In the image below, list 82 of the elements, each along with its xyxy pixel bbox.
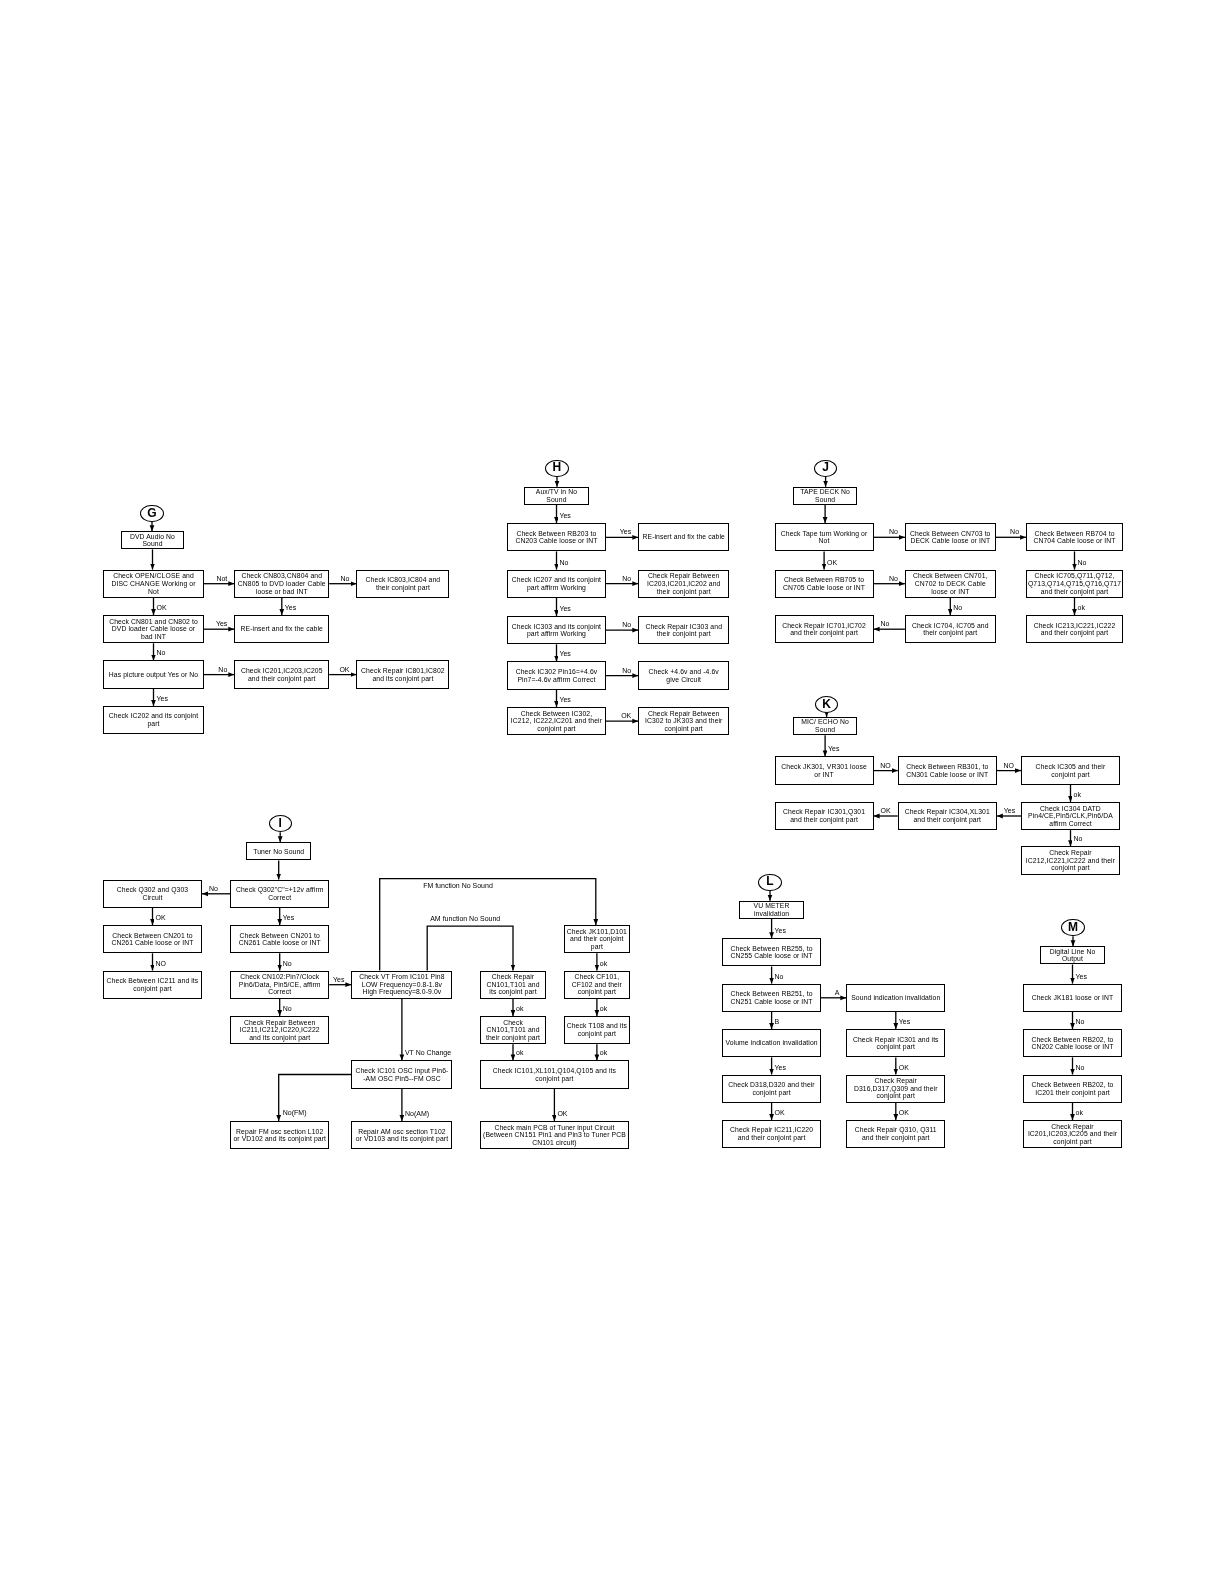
arrow	[151, 642, 156, 662]
connector-circle: K	[815, 695, 839, 713]
arrow	[552, 1088, 557, 1122]
arrow	[554, 504, 559, 524]
arrow	[996, 813, 1022, 819]
arrow	[203, 581, 235, 587]
arrow	[277, 998, 283, 1017]
connector-circle: I	[268, 815, 292, 833]
arrow	[1070, 1011, 1075, 1030]
arrow	[150, 952, 155, 972]
arrow	[605, 534, 639, 540]
arrow	[893, 1056, 899, 1076]
arrow	[767, 890, 773, 902]
arrow	[1070, 1102, 1075, 1121]
arrow	[947, 597, 953, 616]
arrow	[279, 597, 285, 616]
arrow	[1072, 597, 1077, 616]
arrow	[872, 813, 899, 819]
arrow	[605, 673, 639, 678]
arrow	[1070, 935, 1076, 947]
arrow	[769, 1056, 774, 1076]
arrow	[201, 891, 231, 897]
arrow	[594, 952, 600, 972]
arrow	[203, 672, 235, 677]
arrow	[1068, 829, 1073, 847]
arrow	[823, 476, 828, 488]
arrow	[1070, 1056, 1075, 1076]
arrow	[769, 1102, 774, 1121]
arrow	[822, 734, 828, 758]
arrow	[399, 1088, 405, 1122]
arrow	[399, 998, 405, 1062]
arrow	[379, 877, 599, 972]
arrow	[151, 688, 156, 707]
arrow	[554, 476, 560, 488]
arrow	[276, 859, 282, 881]
arrow	[769, 918, 774, 939]
arrow	[151, 597, 156, 616]
arrow	[149, 521, 155, 532]
arrow	[872, 768, 899, 773]
arrow	[277, 907, 283, 926]
arrow	[277, 831, 283, 843]
connector-circle: H	[545, 459, 569, 477]
arrow	[276, 1073, 353, 1122]
arrow	[824, 711, 829, 718]
arrow	[872, 626, 906, 632]
arrow	[554, 550, 559, 571]
arrow	[1072, 550, 1077, 571]
arrow	[554, 597, 559, 617]
arrow	[594, 1043, 600, 1062]
arrow	[150, 548, 155, 571]
connector-circle: L	[758, 873, 782, 891]
arrow	[893, 1102, 899, 1121]
arrow	[893, 1011, 899, 1030]
arrow	[328, 581, 358, 587]
arrow	[328, 672, 358, 677]
arrow	[510, 1043, 516, 1062]
arrow	[821, 550, 827, 571]
arrow	[554, 643, 559, 663]
arrow	[822, 504, 828, 524]
arrow	[1068, 784, 1073, 803]
arrow	[277, 952, 283, 972]
arrow	[996, 768, 1022, 773]
arrow	[203, 626, 235, 632]
arrow	[605, 581, 639, 587]
arrow	[872, 581, 906, 587]
arrow	[328, 982, 353, 988]
arrow	[426, 925, 516, 972]
connector-circle: J	[813, 459, 838, 477]
arrow	[594, 998, 600, 1017]
arrow	[769, 965, 774, 985]
connector-circle: G	[140, 504, 164, 523]
arrow	[554, 689, 559, 708]
arrow	[872, 534, 906, 540]
arrow	[995, 534, 1027, 540]
arrow	[510, 998, 516, 1017]
arrow	[769, 1011, 774, 1030]
arrow	[150, 907, 155, 926]
arrow	[605, 627, 639, 633]
arrow	[605, 718, 639, 724]
arrow	[1070, 963, 1075, 985]
arrow	[820, 995, 847, 1001]
connector-circle: M	[1061, 919, 1085, 937]
